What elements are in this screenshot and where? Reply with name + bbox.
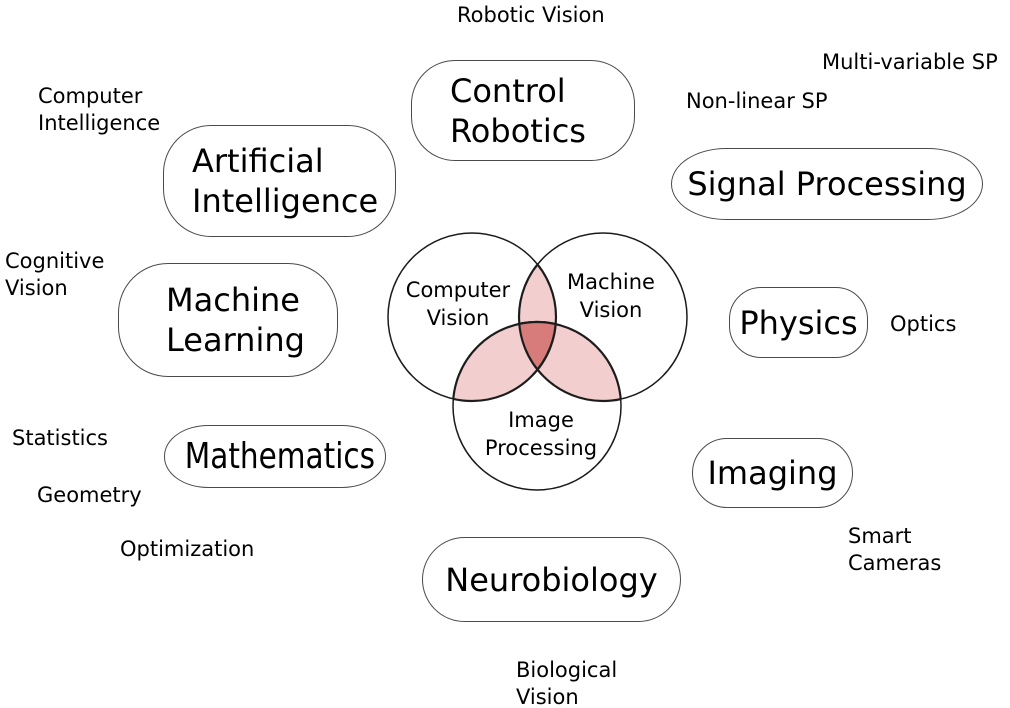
label-non-linear-sp: Non-linear SP	[686, 89, 828, 113]
machine-learning-box: Machine Learning	[118, 263, 338, 377]
label-line: Cameras	[848, 551, 942, 575]
label-biological-vision: Biological Vision	[516, 657, 617, 708]
label-geometry: Geometry	[37, 483, 142, 507]
box-label-line: Artificial	[192, 142, 324, 180]
imaging-box: Imaging	[692, 438, 853, 508]
physics-box: Physics	[729, 287, 868, 358]
label-line: Machine	[567, 270, 655, 294]
mathematics-box: Mathematics	[164, 425, 386, 488]
box-label-line: Neurobiology	[445, 560, 658, 599]
label-line: Computer	[405, 278, 511, 302]
box-label-line: Intelligence	[192, 182, 379, 220]
control-robotics-box: Control Robotics	[411, 60, 635, 161]
machine-vision-circle-outline	[518, 232, 688, 402]
label-line: Vision	[516, 685, 579, 708]
label-line: Vision	[5, 276, 68, 300]
label-smart-cameras: Smart Cameras	[848, 523, 941, 577]
label-line: Smart	[848, 524, 912, 548]
label-robotic-vision: Robotic Vision	[457, 3, 605, 27]
label-line: Biological	[516, 658, 618, 682]
label-line: Vision	[579, 298, 643, 322]
machine-vision-label: Machine Vision	[567, 268, 655, 324]
label-line: Cognitive	[5, 249, 105, 273]
box-label-line: Physics	[739, 303, 858, 342]
box-label-line: Signal Processing	[687, 165, 967, 203]
artificial-intelligence-box: Artificial Intelligence	[163, 125, 396, 237]
box-label-line: Robotics	[450, 111, 586, 150]
box-label-line: Machine	[166, 281, 300, 319]
label-statistics: Statistics	[12, 426, 108, 450]
label-line: Computer	[38, 84, 143, 108]
signal-processing-box: Signal Processing	[671, 148, 983, 220]
box-label-line: Imaging	[707, 454, 838, 492]
computer-vision-circle-outline	[387, 232, 557, 402]
box-label-line: Control	[450, 71, 566, 110]
label-optics: Optics	[890, 312, 957, 336]
image-processing-label: Image Processing	[485, 406, 597, 462]
label-line: Vision	[426, 306, 490, 330]
neurobiology-box: Neurobiology	[422, 537, 681, 622]
image-processing-circle-outline	[452, 321, 622, 491]
computer-vision-label: Computer Vision	[406, 276, 510, 332]
label-line: Image	[508, 408, 574, 432]
label-multi-variable-sp: Multi-variable SP	[822, 50, 998, 74]
label-line: Intelligence	[38, 111, 161, 135]
box-label-line: Learning	[166, 321, 305, 359]
label-line: Processing	[484, 436, 598, 460]
label-computer-intelligence: Computer Intelligence	[38, 83, 160, 137]
label-optimization: Optimization	[120, 537, 255, 561]
label-cognitive-vision: Cognitive Vision	[5, 248, 104, 302]
box-label-line: Mathematics	[184, 435, 376, 477]
